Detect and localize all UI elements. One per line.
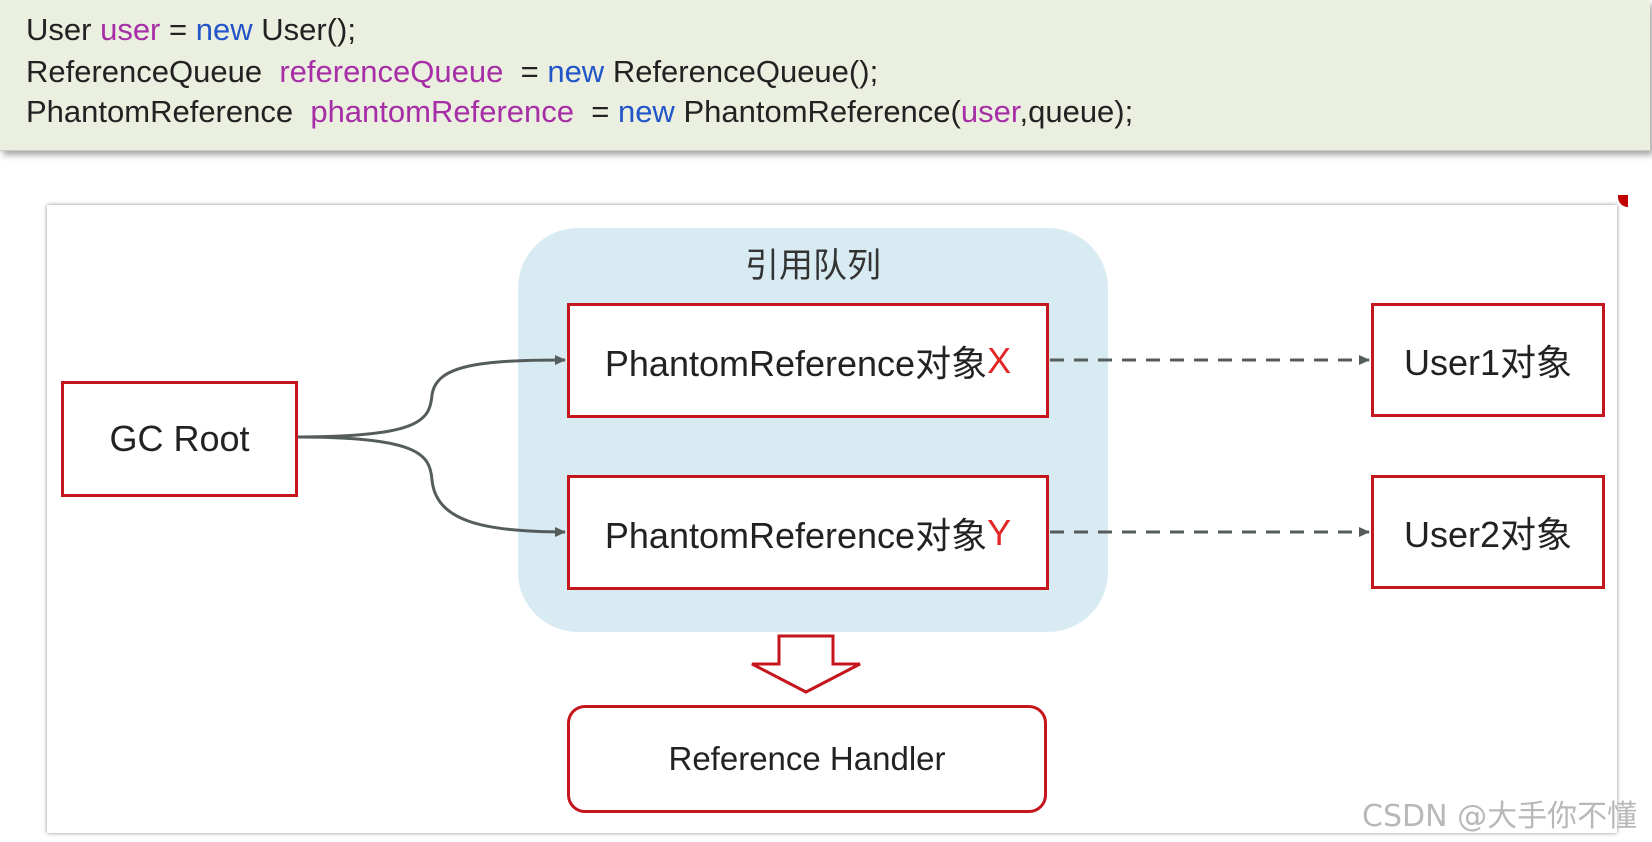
code-token: ReferenceQueue bbox=[26, 54, 280, 89]
code-token: phantomReference bbox=[310, 94, 574, 129]
phantom-reference-x-suffix: X bbox=[987, 339, 1012, 381]
code-block: User user = new User(); ReferenceQueue r… bbox=[0, 0, 1650, 151]
code-token: user bbox=[960, 94, 1020, 129]
code-token: User(); bbox=[252, 12, 356, 47]
code-token: ReferenceQueue(); bbox=[604, 54, 879, 89]
code-token: new bbox=[195, 12, 253, 47]
phantom-reference-x-label: PhantomReference对象 bbox=[604, 342, 988, 384]
gc-root-label: GC Root bbox=[109, 418, 250, 459]
user2-object-node: User2对象 bbox=[1371, 475, 1605, 589]
user1-object-label: User1对象 bbox=[1403, 342, 1573, 383]
code-token: User bbox=[26, 12, 101, 47]
reference-queue-title: 引用队列 bbox=[745, 246, 881, 286]
code-token: = bbox=[574, 94, 618, 129]
code-token: referenceQueue bbox=[279, 54, 504, 89]
phantom-reference-y-label: PhantomReference对象 bbox=[604, 514, 988, 556]
watermark: CSDN @大手你不懂 bbox=[1362, 799, 1638, 834]
code-line-3: PhantomReference phantomReference = new … bbox=[26, 92, 1133, 132]
phantom-reference-y-suffix: Y bbox=[987, 511, 1012, 553]
user2-object-label: User2对象 bbox=[1403, 514, 1573, 555]
code-token: new bbox=[547, 54, 605, 89]
code-token: user bbox=[100, 12, 161, 47]
code-token: PhantomReference bbox=[26, 94, 311, 129]
code-token: PhantomReference( bbox=[674, 94, 961, 129]
code-line-1: User user = new User(); bbox=[26, 10, 356, 50]
reference-handler-node: Reference Handler bbox=[567, 705, 1047, 813]
code-token: = bbox=[160, 12, 196, 47]
code-token: new bbox=[617, 94, 675, 129]
user1-object-node: User1对象 bbox=[1371, 303, 1605, 417]
reference-handler-label: Reference Handler bbox=[668, 740, 946, 777]
gc-root-node: GC Root bbox=[61, 381, 298, 497]
code-line-2: ReferenceQueue referenceQueue = new Refe… bbox=[26, 52, 878, 92]
code-token: = bbox=[503, 54, 548, 89]
code-token: ,queue); bbox=[1019, 94, 1134, 129]
corner-mark bbox=[1618, 195, 1628, 207]
